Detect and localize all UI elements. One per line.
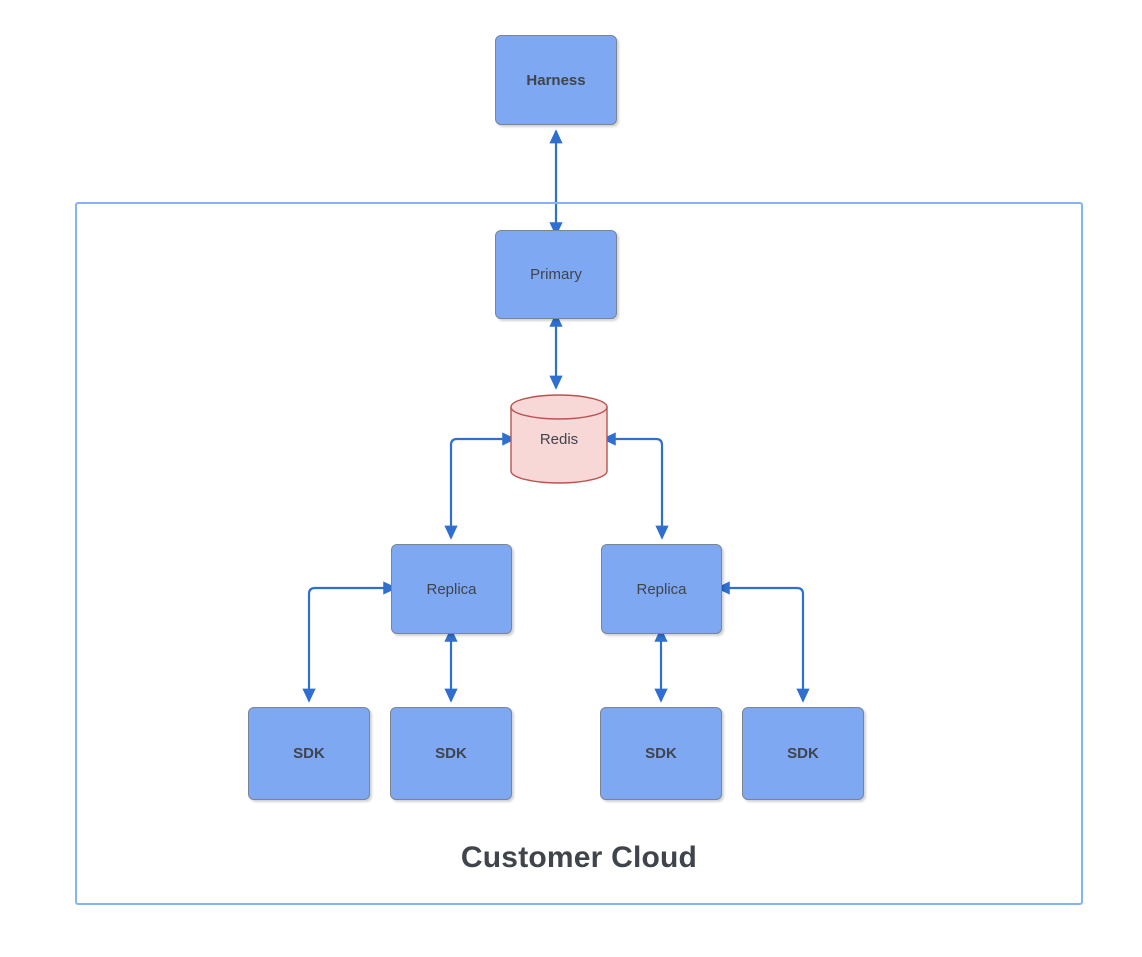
customer-cloud-boundary [75, 202, 1083, 905]
customer-cloud-label: Customer Cloud [460, 841, 698, 874]
node-replica-right-label: Replica [636, 580, 687, 598]
node-sdk-3[interactable]: SDK [600, 707, 722, 800]
node-sdk-3-label: SDK [645, 745, 677, 762]
node-sdk-4-label: SDK [787, 745, 819, 762]
node-harness[interactable]: Harness [495, 35, 617, 125]
node-primary[interactable]: Primary [495, 230, 617, 319]
node-redis-label: Redis [539, 430, 579, 448]
node-sdk-2-label: SDK [435, 745, 467, 762]
node-harness-label: Harness [526, 71, 586, 89]
node-sdk-1[interactable]: SDK [248, 707, 370, 800]
node-sdk-1-label: SDK [293, 745, 325, 762]
node-replica-left-label: Replica [426, 580, 477, 598]
node-primary-label: Primary [530, 266, 582, 283]
node-sdk-2[interactable]: SDK [390, 707, 512, 800]
node-replica-left[interactable]: Replica [391, 544, 512, 634]
node-replica-right[interactable]: Replica [601, 544, 722, 634]
node-sdk-4[interactable]: SDK [742, 707, 864, 800]
node-redis[interactable]: Redis [510, 394, 608, 484]
cylinder-shape [510, 394, 608, 484]
